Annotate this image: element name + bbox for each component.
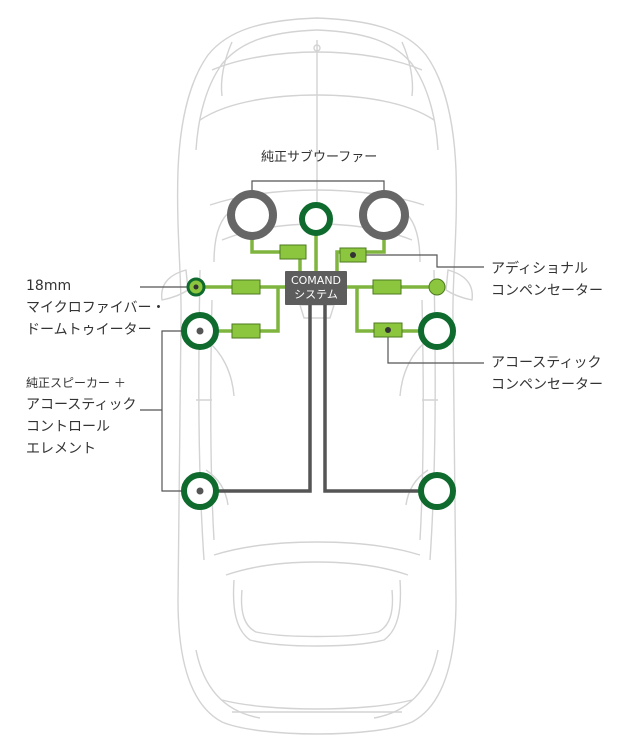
speaker-leader [140,330,200,492]
car-outline [161,17,473,735]
tweeters [186,277,446,297]
tweeter-label-line2: マイクロファイバー・ [26,300,166,316]
tweeter-right-compensator [372,279,402,295]
speaker-label-line2: アコースティック [26,397,137,413]
additional-comp-leader [353,254,484,268]
comand-label-line2: システム [294,288,338,301]
front-left-compensator [231,323,261,339]
cable-rear-right [323,305,437,493]
dark-cables [200,305,437,493]
tweeter-right [428,278,446,296]
subwoofer-left [227,190,277,240]
acoustic-comp-label-line2: コンペンセーター [491,377,603,393]
acoustic-comp-leader [387,330,484,364]
speaker-label-line1: 純正スピーカー ＋ [26,376,126,390]
tweeter-left-compensator [231,279,261,295]
tweeter-label-line1: 18mm [26,278,72,294]
speaker-centers [196,327,204,495]
acoustic-comp-label-line1: アコースティック [491,355,602,371]
speaker-rear-right [418,472,456,510]
cable-rear-left [200,305,312,493]
speaker-front-right [418,312,456,350]
comand-label-line1: COMAND [290,274,342,287]
cable-subwoofer-left [250,230,302,271]
compensator-markers [350,252,391,333]
subwoofer-right [359,190,409,240]
speakers [181,202,456,510]
subwoofers [227,190,409,240]
subwoofer-label: 純正サブウーファー [261,150,378,165]
speaker-label-line3: コントロール [26,419,110,435]
cable-front-right [355,287,437,333]
center-speaker [299,202,333,236]
tweeter-label-line3: ドームトゥイーター [26,322,152,338]
additional-comp-label-line1: アディショナル [491,261,589,277]
comand-system-box: COMAND システム [285,271,347,305]
subwoofer-left-compensator [279,244,307,260]
additional-comp-label-line2: コンペンセーター [491,283,603,299]
speaker-label-line4: エレメント [26,441,96,457]
compensators [231,244,403,339]
cable-front-left [200,287,280,333]
